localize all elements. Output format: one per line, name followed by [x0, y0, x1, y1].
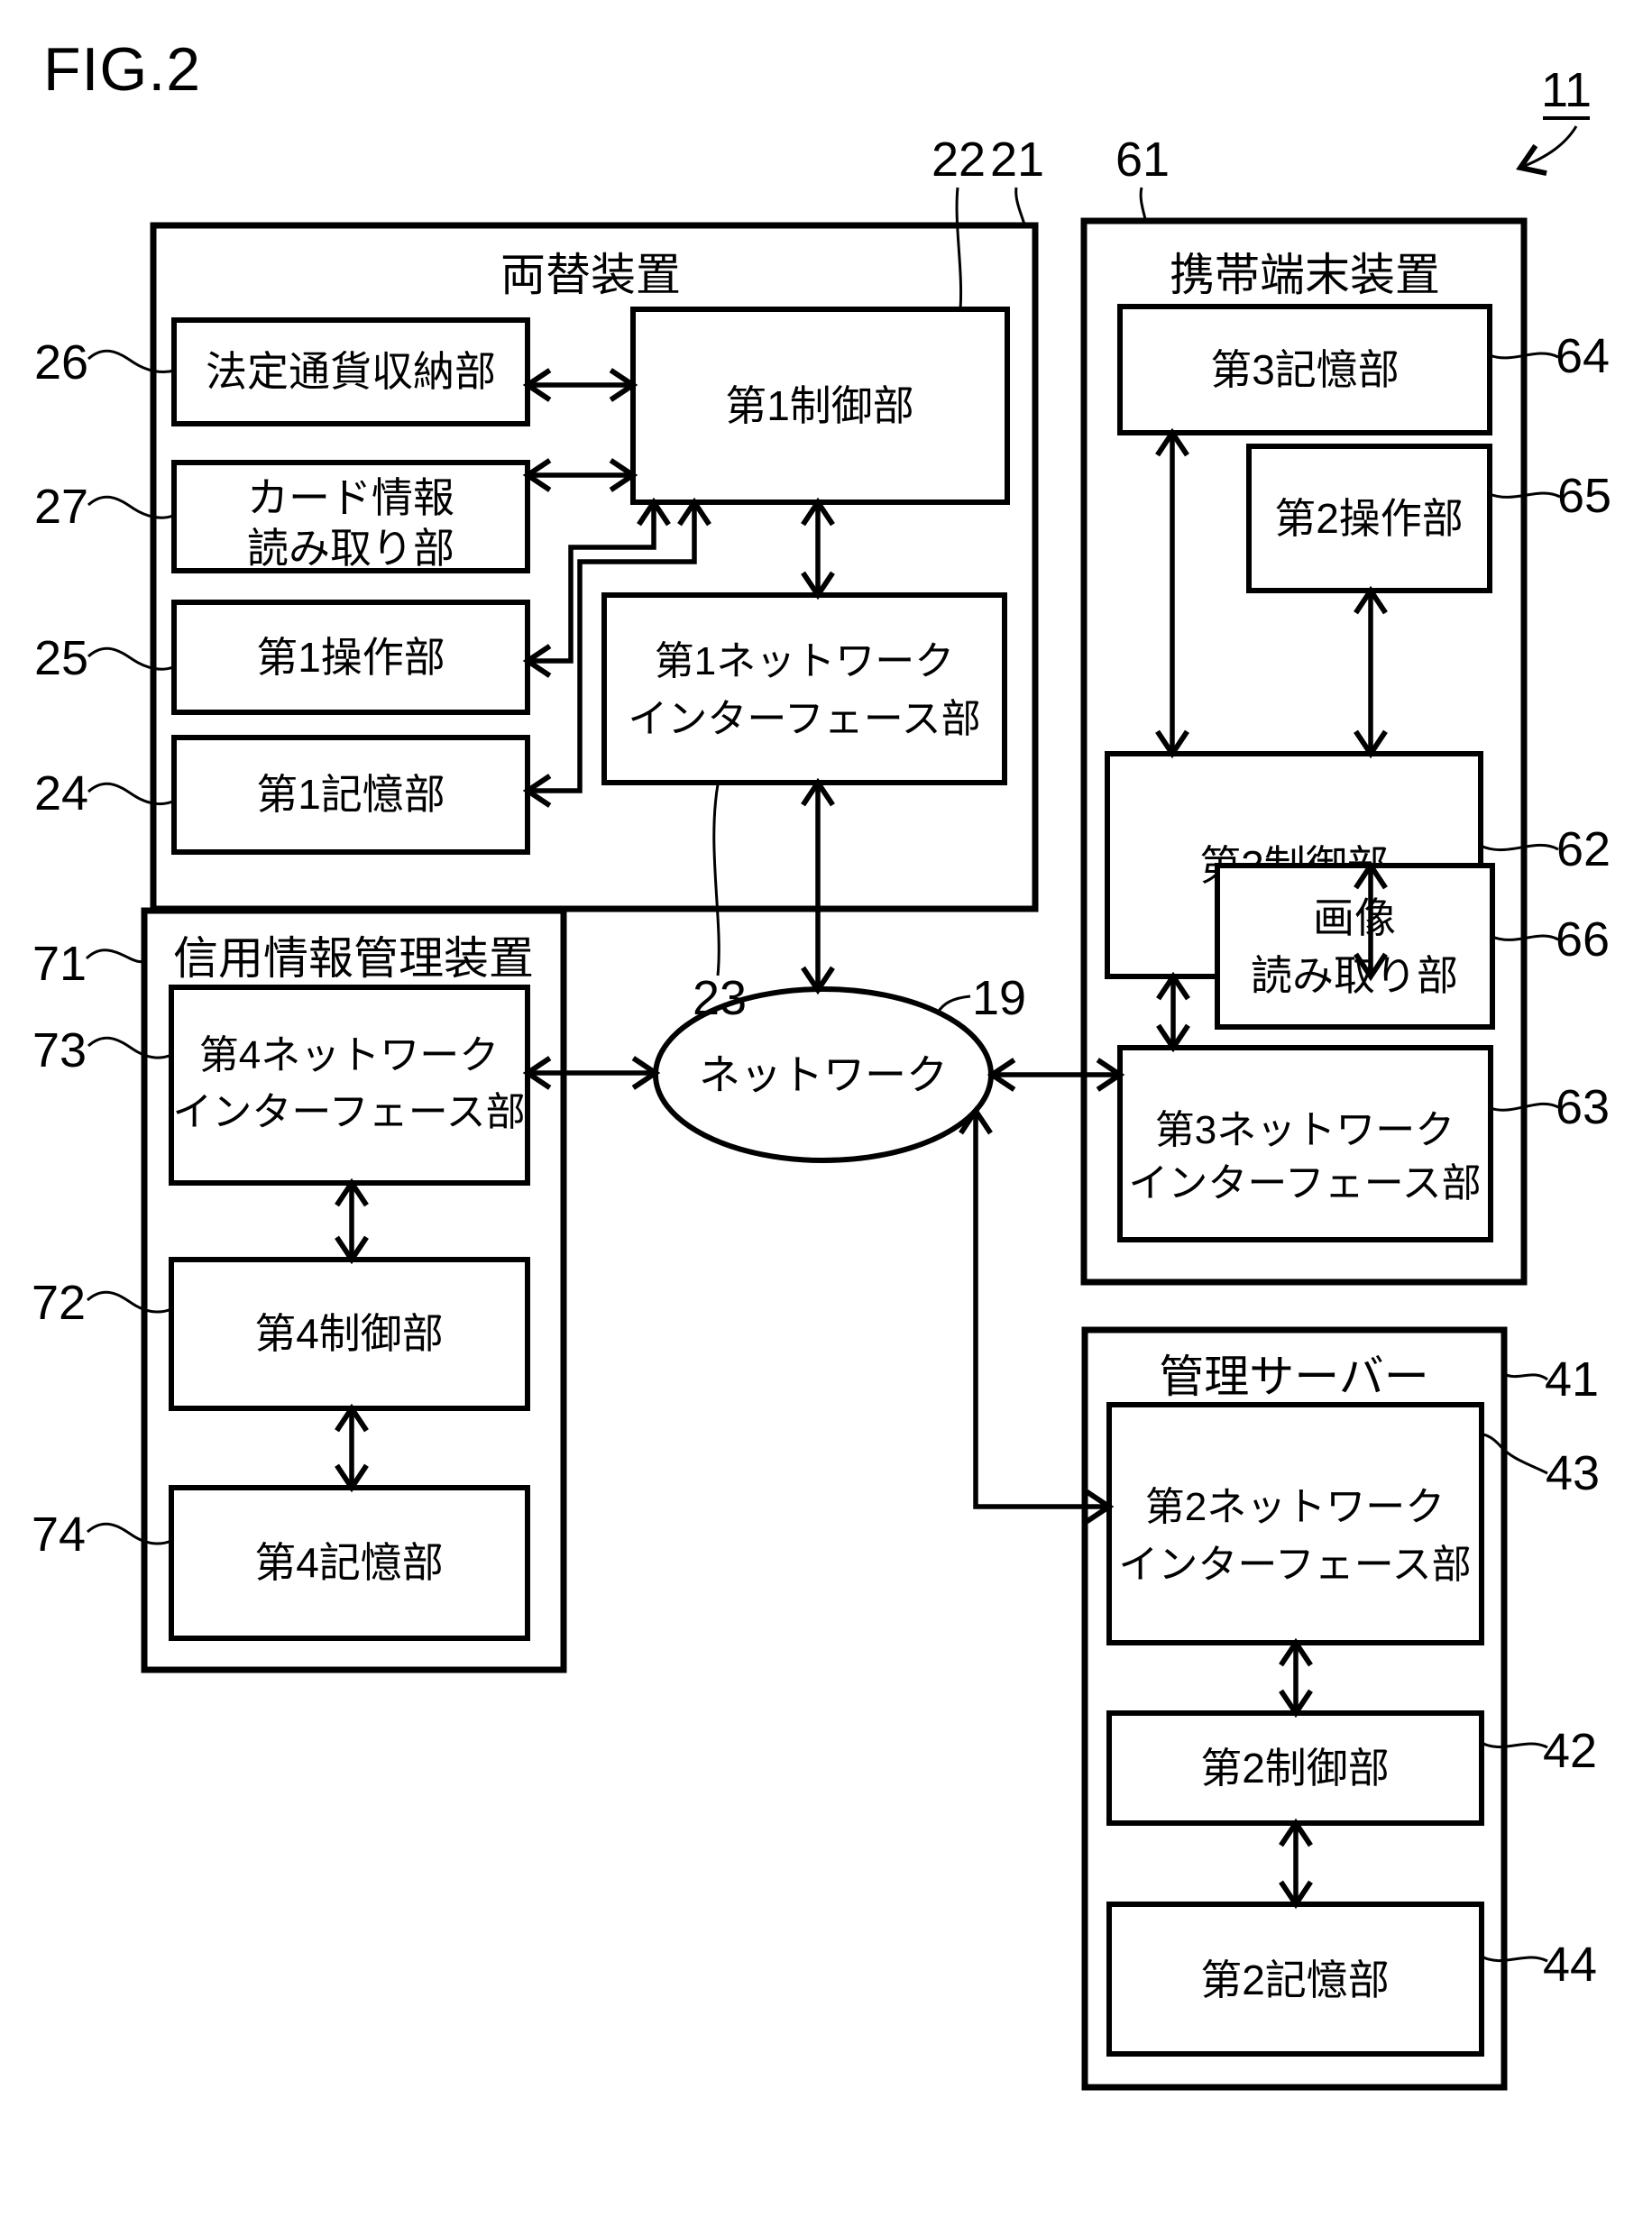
- operation2-box: [1246, 444, 1492, 593]
- ref-62-leader: [1480, 843, 1559, 852]
- ref-74-leader: [86, 1522, 172, 1545]
- network-if2-label-line1: 第2ネットワーク: [1145, 1485, 1445, 1529]
- arrow-storage1-control1: [522, 497, 711, 808]
- ref-24-label: 24: [34, 766, 88, 820]
- ref-42-label: 42: [1543, 1724, 1597, 1778]
- ref-43-leader: [1482, 1433, 1548, 1475]
- ref-66-label: 66: [1556, 912, 1610, 967]
- control1-label: 第1制御部: [725, 382, 914, 429]
- ref-27-label: 27: [34, 480, 88, 534]
- ref-42-leader: [1481, 1741, 1548, 1749]
- control2-label: 第2制御部: [1200, 1745, 1390, 1792]
- figure-title: FIG.2: [43, 35, 201, 104]
- network-if4-label-line2: インターフェース部: [172, 1090, 525, 1134]
- ref-73-leader: [87, 1036, 172, 1059]
- ref-65-label: 65: [1557, 469, 1611, 523]
- ref-72-leader: [86, 1290, 172, 1314]
- ref-64-label: 64: [1556, 329, 1610, 383]
- ref-44-label: 44: [1543, 1938, 1597, 1992]
- mobile-device-title: 携帯端末装置: [1170, 250, 1440, 300]
- ref-23-label: 23: [693, 971, 747, 1025]
- network-if2-box: [1106, 1402, 1484, 1645]
- storage1-label: 第1記憶部: [256, 771, 445, 818]
- ref-21-label: 21: [990, 133, 1044, 187]
- ref-62-label: 62: [1556, 822, 1611, 876]
- ref-25-label: 25: [34, 631, 88, 685]
- network-if1-box: [601, 592, 1007, 785]
- credit-info-device-group: 信用情報管理装置 第4ネットワーク インターフェース部 第4制御部 第4記憶部: [141, 907, 567, 1673]
- ref-63-leader: [1490, 1102, 1559, 1112]
- network-if2-label-line2: インターフェース部: [1118, 1543, 1471, 1587]
- ref-22-label: 22: [932, 133, 986, 187]
- ref-65-leader: [1489, 491, 1561, 499]
- ref-73-label: 73: [32, 1023, 87, 1077]
- ref-64-leader: [1489, 352, 1559, 360]
- image-reader-label-line2: 読み取り部: [1251, 952, 1458, 999]
- network-if3-label-line1: 第3ネットワーク: [1155, 1108, 1455, 1152]
- ref-44-leader: [1481, 1955, 1548, 1963]
- ref-63-label: 63: [1556, 1080, 1610, 1134]
- control4-label: 第4制御部: [254, 1310, 444, 1357]
- ref-25-leader: [87, 646, 174, 671]
- system-ref-arrow: [1516, 125, 1578, 176]
- ref-27-leader: [87, 495, 174, 519]
- ref-71-leader: [85, 949, 147, 964]
- ref-61-leader: [1139, 187, 1148, 224]
- image-reader-label-line1: 画像: [1313, 894, 1396, 941]
- network-if1-label-line2: インターフェース部: [628, 697, 980, 741]
- storage3-box: [1117, 304, 1492, 435]
- network-label: ネットワーク: [699, 1051, 948, 1098]
- storage4-label: 第4記憶部: [254, 1539, 444, 1586]
- ref-22-leader: [955, 187, 963, 310]
- ref-19-leader: [936, 994, 971, 1013]
- ref-26-leader: [87, 349, 175, 374]
- ref-72-label: 72: [32, 1276, 86, 1330]
- ref-66-leader: [1491, 934, 1559, 941]
- management-server-title: 管理サーバー: [1159, 1352, 1429, 1402]
- ref-41-leader: [1503, 1372, 1548, 1381]
- control2-box: [1106, 1710, 1484, 1826]
- exchange-device-title: 両替装置: [500, 250, 681, 300]
- arrow-network-networkif2: [959, 1105, 1115, 1524]
- currency-storage-label: 法定通貨収納部: [206, 348, 496, 395]
- ref-24-leader: [87, 782, 176, 806]
- network-if3-box: [1117, 1045, 1493, 1242]
- network-if4-label-line1: 第4ネットワーク: [199, 1033, 499, 1077]
- card-reader-box: [171, 460, 530, 573]
- card-reader-label-line2: 読み取り部: [247, 525, 454, 572]
- ref-43-label: 43: [1546, 1446, 1600, 1500]
- exchange-device-group: 両替装置 法定通貨収納部 カード情報 読み取り部 第1操作部 第1記憶部 第1制…: [150, 222, 1039, 912]
- ref-74-label: 74: [32, 1508, 86, 1562]
- ref-23-leader: [712, 784, 720, 976]
- network-if1-label-line1: 第1ネットワーク: [655, 639, 954, 683]
- network-if3-label-line2: インターフェース部: [1128, 1161, 1481, 1205]
- network-if4-box: [169, 985, 530, 1186]
- image-reader-box: [1215, 863, 1495, 1030]
- card-reader-label-line1: カード情報: [247, 474, 454, 521]
- credit-info-device-title: 信用情報管理装置: [173, 933, 534, 984]
- ref-21-leader: [1014, 187, 1027, 228]
- ref-71-label: 71: [32, 937, 87, 991]
- operation1-label: 第1操作部: [256, 634, 445, 681]
- ref-61-label: 61: [1115, 133, 1170, 187]
- ref-41-label: 41: [1545, 1352, 1599, 1407]
- storage3-label: 第3記憶部: [1210, 346, 1400, 393]
- ref-19-label: 19: [972, 971, 1026, 1025]
- mobile-device-group: 携帯端末装置 第3記憶部 第2操作部 第3制御部 画像 読み取り部 第3ネットワ…: [1080, 217, 1528, 1286]
- ref-26-label: 26: [34, 335, 88, 390]
- control1-box: [630, 307, 1010, 505]
- system-ref-label: 11: [1541, 63, 1592, 117]
- operation2-label: 第2操作部: [1274, 495, 1464, 542]
- storage2-label: 第2記憶部: [1200, 1957, 1390, 2003]
